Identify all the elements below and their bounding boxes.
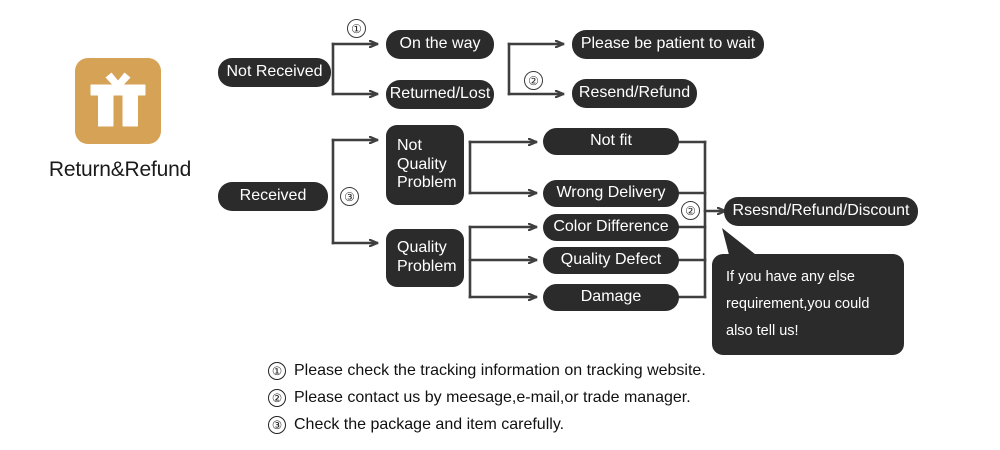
node-returned-lost[interactable]: Returned/Lost — [386, 80, 494, 109]
node-wrong-delivery[interactable]: Wrong Delivery — [543, 180, 679, 207]
node-quality-defect[interactable]: Quality Defect — [543, 247, 679, 274]
gift-icon — [75, 58, 161, 144]
callout-line-2: requirement,you could — [726, 295, 870, 312]
callout-tooltip: If you have any else requirement,you cou… — [712, 254, 904, 355]
footnote-marker-3: ③ — [268, 415, 286, 434]
callout-line-1: If you have any else — [726, 269, 855, 285]
footnote-marker-2: ② — [268, 388, 286, 407]
marker-step-2-bottom: ② — [681, 201, 700, 220]
footnote-text-3: Check the package and item carefully. — [294, 415, 565, 433]
node-damage[interactable]: Damage — [543, 284, 679, 311]
footnote-item: ② Please contact us by meesage,e-mail,or… — [268, 384, 908, 411]
node-resend-refund-discount[interactable]: Rsesnd/Refund/Discount — [724, 197, 918, 226]
node-color-difference[interactable]: Color Difference — [543, 214, 679, 241]
node-not-fit[interactable]: Not fit — [543, 128, 679, 155]
node-quality-problem[interactable]: Quality Problem — [386, 229, 464, 287]
node-on-the-way[interactable]: On the way — [386, 30, 494, 59]
footnote-marker-1: ① — [268, 361, 286, 380]
node-not-quality-problem[interactable]: Not Quality Problem — [386, 125, 464, 205]
footnote-item: ① Please check the tracking information … — [268, 357, 908, 384]
node-resend-refund[interactable]: Resend/Refund — [572, 79, 697, 108]
footnote-text-2: Please contact us by meesage,e-mail,or t… — [294, 388, 691, 406]
footnote-item: ③ Check the package and item carefully. — [268, 411, 908, 438]
marker-step-3: ③ — [340, 187, 359, 206]
footnotes: ① Please check the tracking information … — [268, 357, 908, 438]
node-please-be-patient[interactable]: Please be patient to wait — [572, 30, 764, 59]
marker-step-2-top: ② — [524, 71, 543, 90]
marker-step-1-top: ① — [347, 19, 366, 38]
callout-line-3: also tell us! — [726, 322, 799, 339]
brand-label: Return&Refund — [48, 158, 192, 181]
node-received[interactable]: Received — [218, 182, 328, 211]
node-not-received[interactable]: Not Received — [218, 58, 331, 87]
footnote-text-1: Please check the tracking information on… — [294, 361, 706, 379]
